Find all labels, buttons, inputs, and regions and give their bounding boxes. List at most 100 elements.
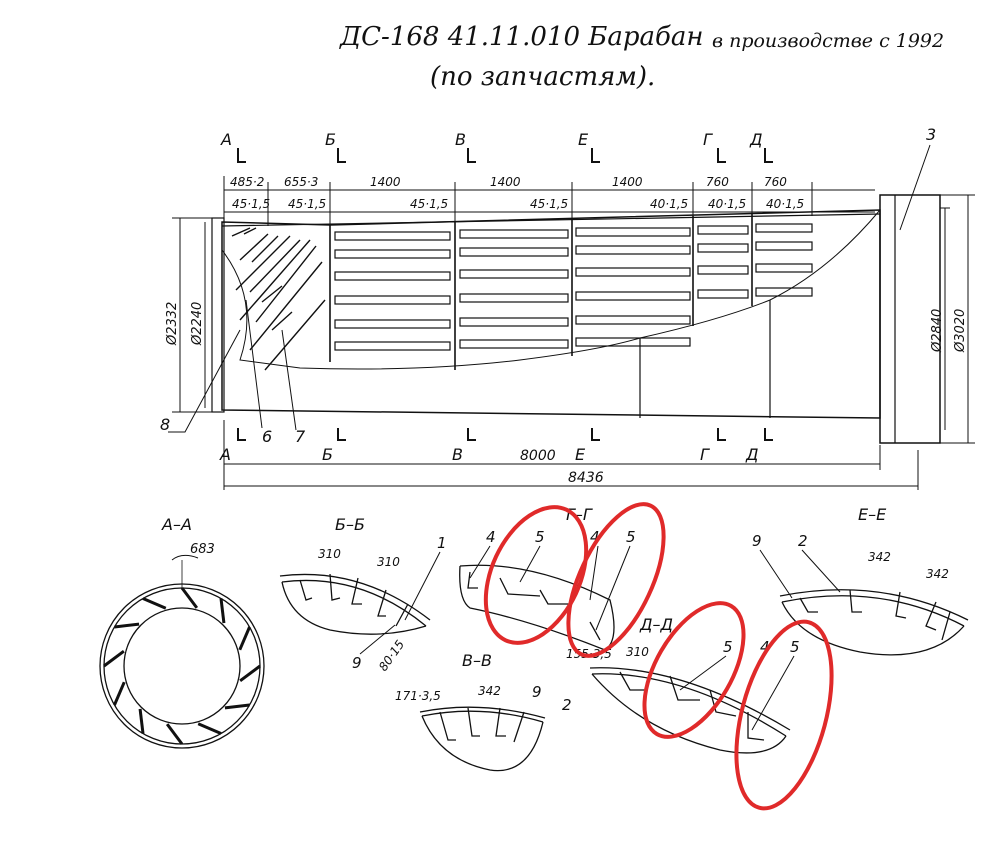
callout-7: 7 [295, 427, 306, 446]
section-aa-blade [239, 664, 261, 683]
top-dimension-lines [223, 176, 875, 228]
section-aa-blade [114, 622, 140, 629]
section-letter-v-top: В [455, 130, 466, 149]
production-note: в производстве с 1992 [712, 30, 945, 52]
section-letter-e-top: Е [578, 130, 589, 149]
blade-bar [334, 249, 451, 259]
section-aa-blade [142, 597, 167, 610]
blade-bar [459, 317, 569, 327]
section-ee-view [779, 589, 969, 656]
section-letter-a-top: А [220, 130, 232, 149]
drum-main-view [211, 194, 941, 444]
section-dd-callout-5b: 5 [790, 638, 800, 656]
blade-bar [334, 341, 451, 351]
section-letter-g-bottom: Г [700, 445, 710, 464]
highlight-ellipse-2 [566, 502, 666, 658]
blade-bar [575, 337, 691, 347]
section-bb-title: Б–Б [335, 515, 365, 534]
dim-40-a: 40·1,5 [650, 197, 688, 211]
highlight-marks [483, 502, 834, 811]
dim-1400-c: 1400 [612, 175, 643, 189]
section-ee-callout-9: 9 [752, 532, 762, 550]
section-gg-callout-4a: 4 [486, 528, 496, 546]
section-bb-callout-9: 9 [352, 654, 362, 672]
section-letter-d-top: Д [749, 130, 763, 149]
dim-dia-2840: Ø2840 [930, 309, 945, 353]
dim-760-b: 760 [764, 175, 787, 189]
section-ee-callout-2: 2 [798, 532, 808, 550]
section-ee-title: Е–Е [858, 505, 887, 524]
dim-40-b: 40·1,5 [708, 197, 746, 211]
dim-1400-b: 1400 [490, 175, 521, 189]
section-dd-view [589, 667, 791, 754]
section-aa-blade [113, 681, 126, 706]
section-letter-b-top: Б [325, 130, 336, 149]
section-aa-blade [138, 708, 145, 734]
highlight-ellipse-3 [642, 601, 746, 739]
dim-dia-3020: Ø3020 [953, 309, 968, 353]
section-bb-dim1: 310 [318, 547, 341, 561]
blade-bar [334, 231, 451, 241]
blade-bar [697, 225, 749, 235]
highlight-ellipse-4 [734, 619, 834, 811]
section-gg-title: Г–Г [566, 505, 593, 524]
drawing-subtitle: (по запчастям). [430, 62, 656, 92]
section-vv-view [419, 706, 546, 772]
section-vv-dim2: 342 [478, 684, 501, 698]
section-letter-a-bottom: А [219, 445, 231, 464]
section-markers-top [237, 148, 773, 163]
section-vv-callout-9: 9 [532, 683, 542, 701]
section-dd-title: Д–Д [639, 615, 673, 634]
section-letter-g-top: Г [703, 130, 713, 149]
section-aa-blade [103, 649, 125, 668]
section-markers-bottom [237, 428, 773, 441]
section-bb-view [279, 573, 431, 635]
section-letter-e-bottom: Е [575, 445, 586, 464]
callout-leaders [168, 144, 931, 433]
section-letter-v-bottom: В [452, 445, 463, 464]
callout-3: 3 [926, 125, 936, 144]
section-gg-callout-5a: 5 [535, 528, 545, 546]
callout-8: 8 [160, 415, 170, 434]
blade-bar [334, 295, 451, 305]
section-letter-b-bottom: Б [322, 445, 333, 464]
right-diameter-lines [940, 194, 975, 444]
helical-blades [231, 227, 326, 371]
section-gg-callout-4b: 4 [590, 528, 600, 546]
highlight-ellipse-1 [483, 505, 589, 645]
straight-blades [334, 223, 813, 351]
dim-45-d: 45·1,5 [530, 197, 568, 211]
blade-bar [697, 243, 749, 253]
section-vv-callout-2: 2 [562, 696, 572, 714]
section-dd-callout-5a: 5 [723, 638, 733, 656]
section-vv-title: В–В [462, 651, 492, 670]
section-bb-dim3: 80·15 [376, 638, 407, 674]
section-aa-view [99, 560, 265, 749]
dim-760-a: 760 [706, 175, 729, 189]
blade-bar [575, 267, 691, 277]
section-aa-blade [238, 626, 251, 651]
blade-bar [755, 241, 813, 251]
blade-bar [459, 293, 569, 303]
drawing-title: ДС-168 41.11.010 Барабан [340, 22, 704, 52]
length-dimension-lines [223, 420, 919, 490]
blade-bar [697, 289, 749, 299]
blade-bar [575, 227, 691, 237]
blade-bar [755, 223, 813, 233]
blade-bar [755, 263, 813, 273]
section-gg-callout-5b: 5 [626, 528, 636, 546]
section-dd-dim2: 310 [626, 645, 649, 659]
section-aa-blade [219, 598, 226, 624]
dim-length-8436: 8436 [568, 470, 604, 486]
blade-bar [334, 319, 451, 329]
section-dd-callout-4: 4 [760, 638, 770, 656]
dim-dia-2332: Ø2332 [165, 302, 180, 346]
section-letter-d-bottom: Д [745, 445, 759, 464]
dim-45-c: 45·1,5 [410, 197, 448, 211]
section-aa-dim: 683 [190, 542, 215, 557]
dim-655: 655·3 [284, 175, 318, 189]
section-aa-blade [197, 722, 222, 735]
section-aa-blade [180, 587, 199, 609]
section-aa-blade [165, 723, 184, 745]
